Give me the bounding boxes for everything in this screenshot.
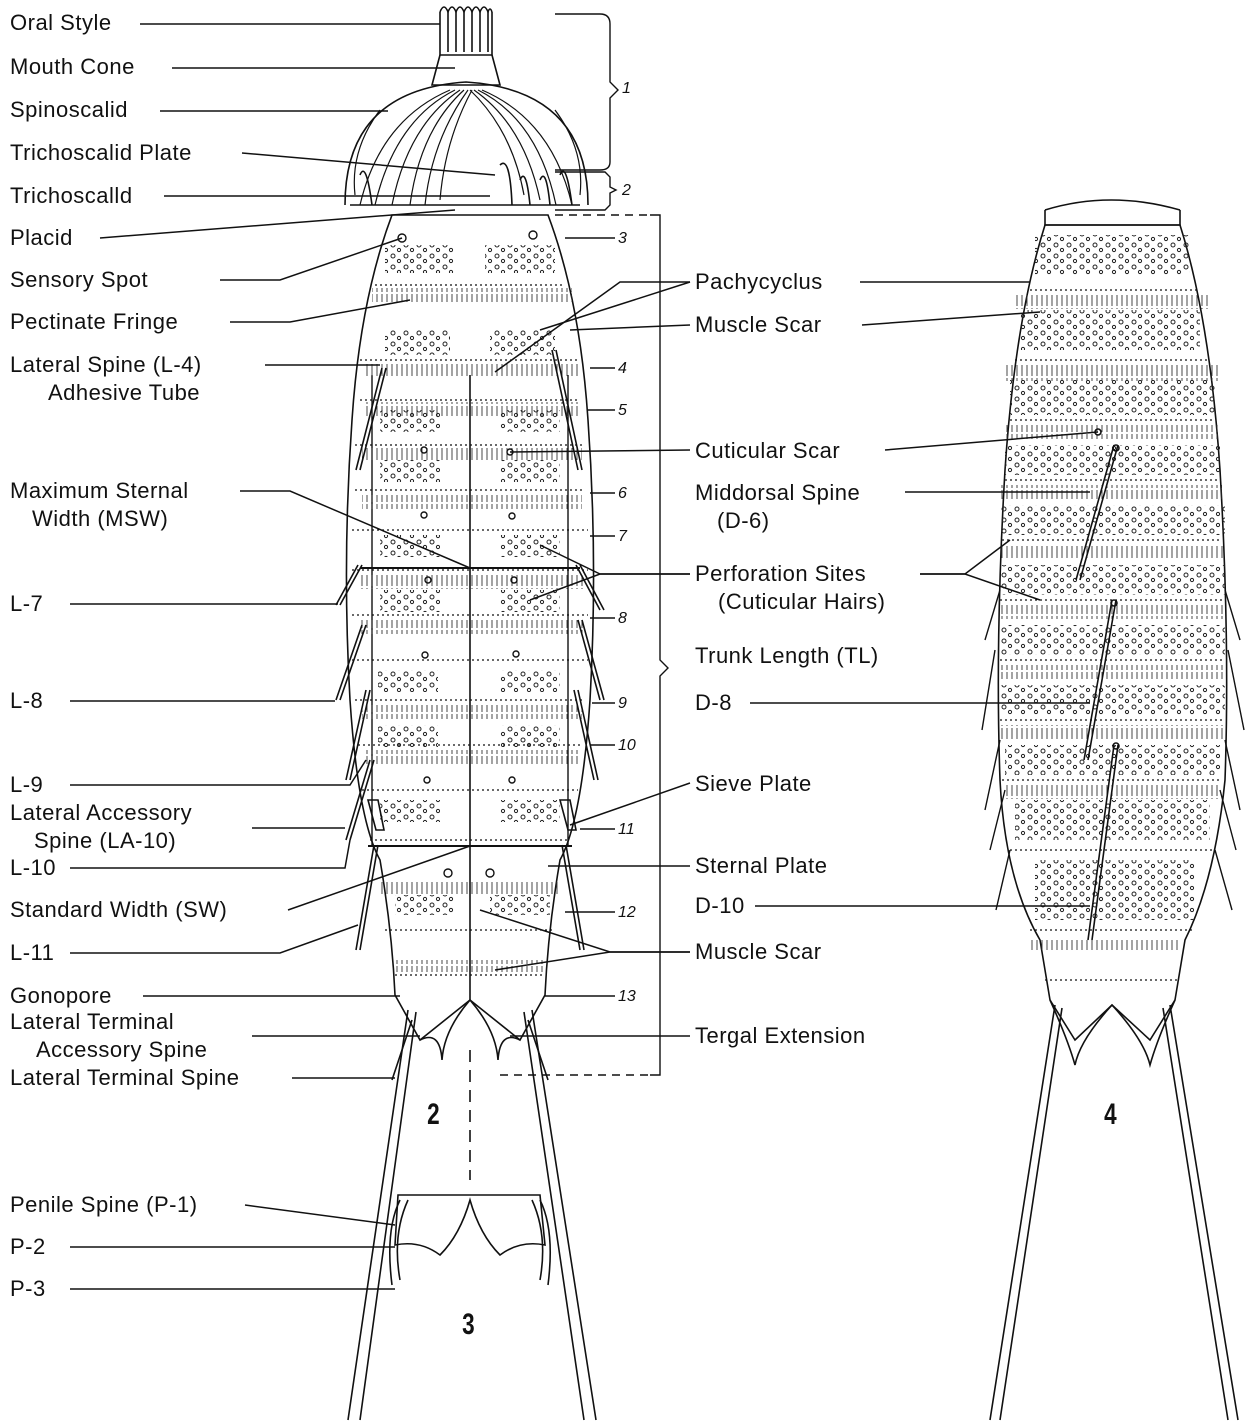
label-trunk-length: Trunk Length (TL): [695, 643, 879, 669]
label-trichoscalid: Trichoscalld: [10, 183, 133, 209]
figure-number-3: 3: [462, 1308, 475, 1342]
label-spinoscalid: Spinoscalid: [10, 97, 128, 123]
fig4-terminal-spines: [990, 1005, 1238, 1420]
label-pachycyclus: Pachycyclus: [695, 269, 823, 295]
label-tergal-extension: Tergal Extension: [695, 1023, 866, 1049]
segment-number-10: 10: [618, 737, 636, 755]
label-perforation-sites-2: (Cuticular Hairs): [718, 589, 885, 615]
label-perforation-sites-1: Perforation Sites: [695, 561, 866, 587]
segment-number-11: 11: [618, 821, 635, 839]
label-d10: D-10: [695, 893, 745, 919]
oral-style-tips: [440, 7, 492, 12]
lateral-terminal-spines: [348, 1010, 596, 1420]
segment-number-5: 5: [618, 402, 627, 420]
segment-number-2: 2: [622, 182, 631, 200]
label-maximum-sternal-width-1: Maximum Sternal: [10, 478, 189, 504]
label-muscle-scar-top: Muscle Scar: [695, 312, 822, 338]
segment-number-4: 4: [618, 360, 627, 378]
label-l8: L-8: [10, 688, 43, 714]
label-muscle-scar-bottom: Muscle Scar: [695, 939, 822, 965]
label-middorsal-spine-1: Middorsal Spine: [695, 480, 860, 506]
figure-2-drawing: [336, 7, 604, 1420]
label-l10: L-10: [10, 855, 56, 881]
label-lateral-terminal-spine: Lateral Terminal Spine: [10, 1065, 240, 1091]
figure-number-2: 2: [427, 1098, 440, 1132]
leader-lines: [70, 24, 1098, 1289]
label-penile-spine-p1: Penile Spine (P-1): [10, 1192, 198, 1218]
label-adhesive-tube: Adhesive Tube: [48, 380, 200, 406]
fig3-penile-spines: [390, 1200, 550, 1285]
label-l11: L-11: [10, 940, 54, 966]
segment-number-13: 13: [618, 988, 636, 1006]
label-lateral-terminal-accessory-2: Accessory Spine: [36, 1037, 207, 1063]
label-oral-style: Oral Style: [10, 10, 112, 36]
label-p2: P-2: [10, 1234, 46, 1260]
label-lateral-terminal-accessory-1: Lateral Terminal: [10, 1009, 174, 1035]
label-l9: L-9: [10, 772, 43, 798]
figure-4-drawing: [982, 200, 1244, 1420]
segment-number-8: 8: [618, 610, 627, 628]
segment-number-1: 1: [622, 80, 631, 98]
label-lateral-accessory-spine-2: Spine (LA-10): [34, 828, 176, 854]
label-mouth-cone: Mouth Cone: [10, 54, 135, 80]
figure-number-4: 4: [1104, 1098, 1117, 1132]
oral-style: [440, 12, 492, 55]
label-lateral-spine-l4: Lateral Spine (L-4): [10, 352, 202, 378]
label-placid: Placid: [10, 225, 73, 251]
segment-number-3: 3: [618, 230, 627, 248]
label-lateral-accessory-spine-1: Lateral Accessory: [10, 800, 192, 826]
label-standard-width: Standard Width (SW): [10, 897, 227, 923]
label-trichoscalid-plate: Trichoscalid Plate: [10, 140, 192, 166]
fig4-head-ring: [1045, 200, 1180, 225]
label-gonopore: Gonopore: [10, 983, 112, 1009]
label-sieve-plate: Sieve Plate: [695, 771, 812, 797]
pectinate-fringes: [360, 288, 585, 972]
label-maximum-sternal-width-2: Width (MSW): [32, 506, 168, 532]
label-sternal-plate: Sternal Plate: [695, 853, 827, 879]
label-sensory-spot: Sensory Spot: [10, 267, 148, 293]
label-middorsal-spine-2: (D-6): [717, 508, 770, 534]
segment-number-12: 12: [618, 904, 636, 922]
label-cuticular-scar: Cuticular Scar: [695, 438, 840, 464]
fig3-posterior: [395, 1195, 545, 1255]
label-d8: D-8: [695, 690, 732, 716]
segment-number-7: 7: [618, 528, 627, 546]
mouth-cone: [432, 55, 500, 85]
segment-number-9: 9: [618, 695, 627, 713]
segment-number-6: 6: [618, 485, 627, 503]
label-pectinate-fringe: Pectinate Fringe: [10, 309, 178, 335]
label-p3: P-3: [10, 1276, 46, 1302]
fig4-perforation-clusters: [1000, 235, 1225, 920]
fig4-tergal-extensions: [1050, 1000, 1175, 1065]
label-l7: L-7: [10, 591, 43, 617]
